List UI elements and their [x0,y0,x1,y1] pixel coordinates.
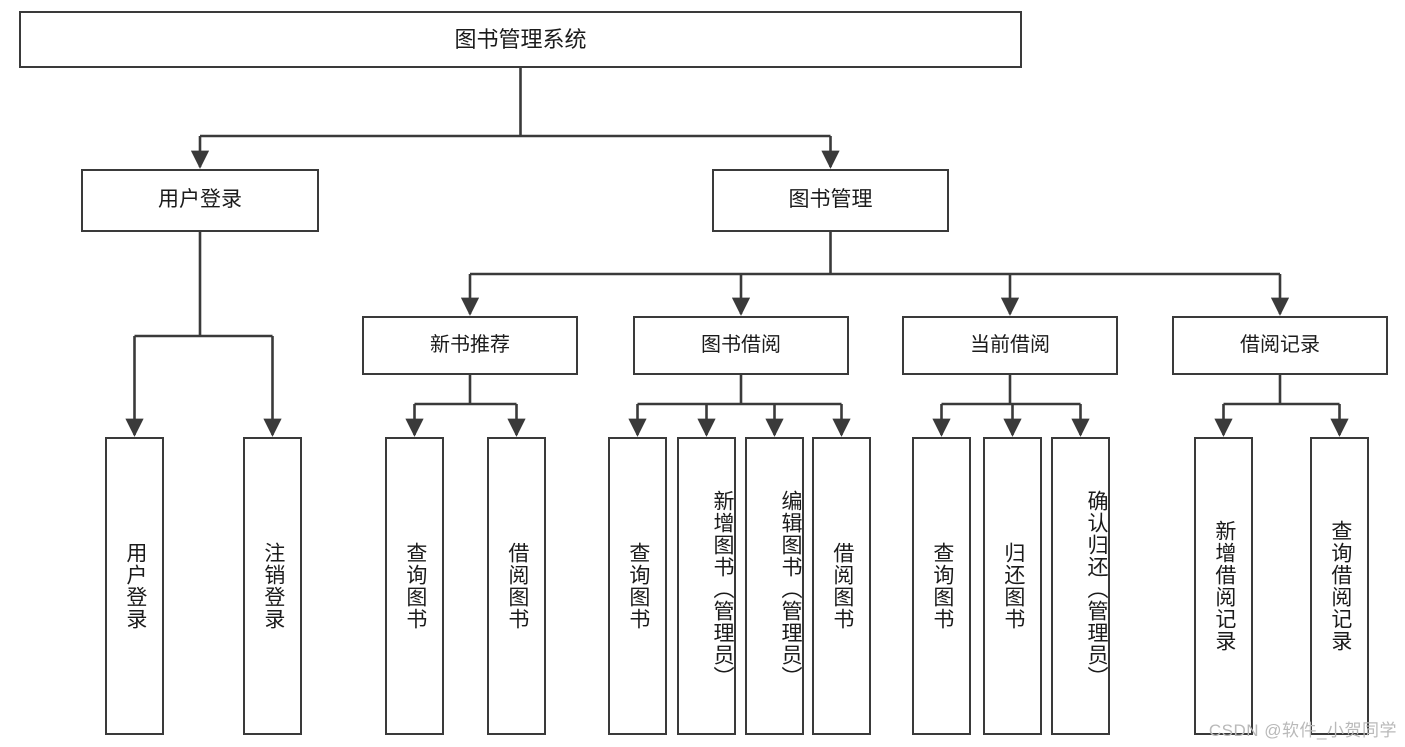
node-leaf-query-record-label: 查询借阅记录 [1328,520,1352,652]
node-new-book-recommend-label: 新书推荐 [430,333,510,356]
node-book-manage: 图书管理 [712,169,949,232]
node-current-borrow: 当前借阅 [902,316,1118,375]
node-borrow-record-label: 借阅记录 [1240,333,1320,356]
node-user-login-label: 用户登录 [158,188,242,212]
node-book-borrow-label: 图书借阅 [701,333,781,356]
node-leaf-query-book-2: 查询图书 [608,437,667,735]
node-leaf-confirm-return-label: 确认归还（管理员） [1085,490,1108,688]
node-leaf-user-login-label: 用户登录 [123,542,147,630]
node-leaf-query-book-1: 查询图书 [385,437,444,735]
node-leaf-borrow-book-2: 借阅图书 [812,437,871,735]
node-leaf-add-record-label: 新增借阅记录 [1212,520,1236,652]
node-leaf-edit-book: 编辑图书（管理员） [745,437,804,735]
node-current-borrow-label: 当前借阅 [970,333,1050,356]
node-leaf-user-login: 用户登录 [105,437,164,735]
node-leaf-add-record: 新增借阅记录 [1194,437,1253,735]
node-user-login: 用户登录 [81,169,319,232]
node-root: 图书管理系统 [19,11,1022,68]
node-borrow-record: 借阅记录 [1172,316,1388,375]
node-leaf-query-record: 查询借阅记录 [1310,437,1369,735]
node-book-manage-label: 图书管理 [788,188,873,212]
node-leaf-return-book: 归还图书 [983,437,1042,735]
node-leaf-add-book: 新增图书（管理员） [677,437,736,735]
node-leaf-query-book-3: 查询图书 [912,437,971,735]
node-leaf-borrow-book-2-label: 借阅图书 [830,542,854,630]
node-leaf-borrow-book-1: 借阅图书 [487,437,546,735]
node-book-borrow: 图书借阅 [633,316,849,375]
node-leaf-return-book-label: 归还图书 [1001,542,1025,630]
watermark-label: CSDN @软件_小贺同学 [1208,721,1397,740]
node-leaf-query-book-1-label: 查询图书 [403,542,427,630]
node-leaf-query-book-3-label: 查询图书 [930,542,954,630]
node-leaf-logout: 注销登录 [243,437,302,735]
node-leaf-borrow-book-1-label: 借阅图书 [505,542,529,630]
node-leaf-edit-book-label: 编辑图书（管理员） [779,490,802,688]
node-leaf-logout-label: 注销登录 [261,542,285,630]
node-leaf-confirm-return: 确认归还（管理员） [1051,437,1110,735]
node-new-book-recommend: 新书推荐 [362,316,578,375]
node-leaf-add-book-label: 新增图书（管理员） [711,490,734,688]
node-root-label: 图书管理系统 [454,26,587,52]
node-leaf-query-book-2-label: 查询图书 [626,542,650,630]
